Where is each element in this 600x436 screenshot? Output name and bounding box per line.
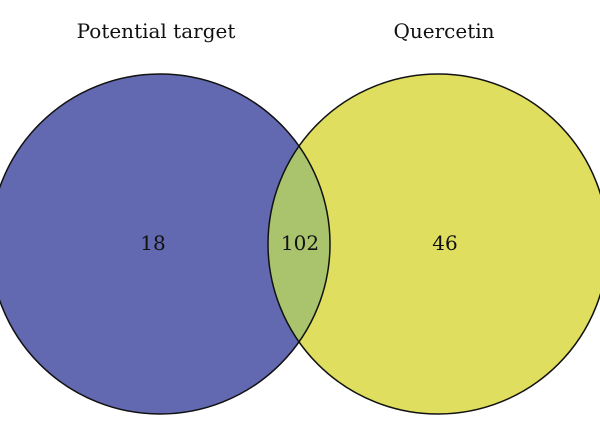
count-potential-target-only: 18 [140,231,165,255]
set-title-quercetin: Quercetin [393,19,494,43]
set-outline-quercetin [267,73,600,415]
set-circle-quercetin [268,74,600,414]
count-quercetin-only: 46 [432,231,457,255]
set-circle-potential-target [0,74,330,414]
set-outline-potential-target [0,73,331,415]
set-title-potential-target: Potential target [77,19,236,43]
count-intersection: 102 [281,231,319,255]
